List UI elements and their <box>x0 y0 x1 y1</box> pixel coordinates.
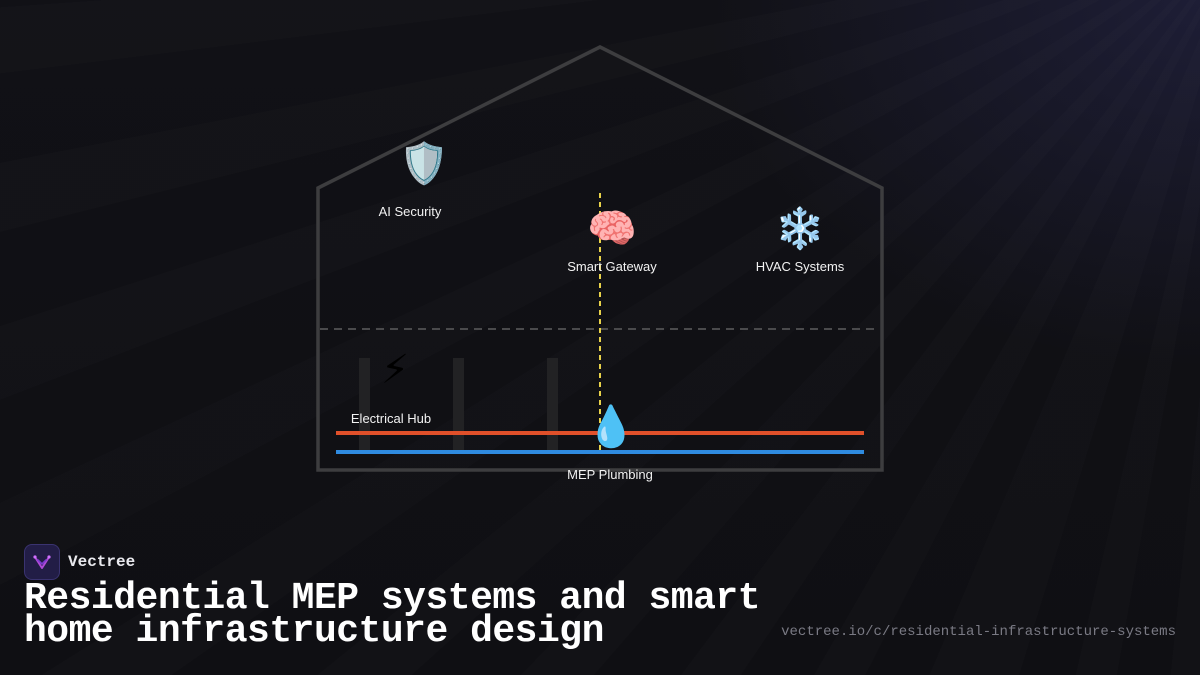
water-drop-icon: 💧 <box>586 404 636 450</box>
vectree-logo-icon <box>24 544 60 580</box>
shield-icon: 🛡️ <box>399 141 449 187</box>
snowflake-icon: ❄️ <box>775 206 825 252</box>
smart-gateway-label: Smart Gateway <box>567 259 657 274</box>
page-title: Residential MEP systems and smart home i… <box>24 577 761 653</box>
wall-stud <box>453 358 464 450</box>
node-smart-gateway: 🧠 Smart Gateway <box>532 205 692 274</box>
wall-stud <box>359 358 370 450</box>
ai-security-label: AI Security <box>378 204 442 219</box>
node-mep-plumbing-label-wrap: MEP Plumbing <box>530 461 690 482</box>
node-hvac: ❄️ HVAC Systems <box>720 205 880 274</box>
node-electrical-label-wrap: Electrical Hub <box>311 405 471 426</box>
brand-name: Vectree <box>68 553 136 571</box>
source-url[interactable]: vectree.io/c/residential-infrastructure-… <box>781 624 1176 640</box>
node-electrical-hub: ⚡ <box>315 346 475 394</box>
mep-plumbing-label: MEP Plumbing <box>567 467 653 482</box>
node-mep-plumbing: 💧 <box>531 403 691 451</box>
node-ai-security: 🛡️ <box>344 140 504 188</box>
electrical-hub-label: Electrical Hub <box>350 411 432 426</box>
node-ai-security-label-wrap: AI Security <box>330 198 490 219</box>
lightning-icon: ⚡ <box>380 347 410 393</box>
brand[interactable]: Vectree <box>24 544 135 580</box>
wall-stud <box>547 358 558 450</box>
hvac-label: HVAC Systems <box>755 259 845 274</box>
brain-icon: 🧠 <box>587 206 637 252</box>
house-outline <box>316 45 884 472</box>
